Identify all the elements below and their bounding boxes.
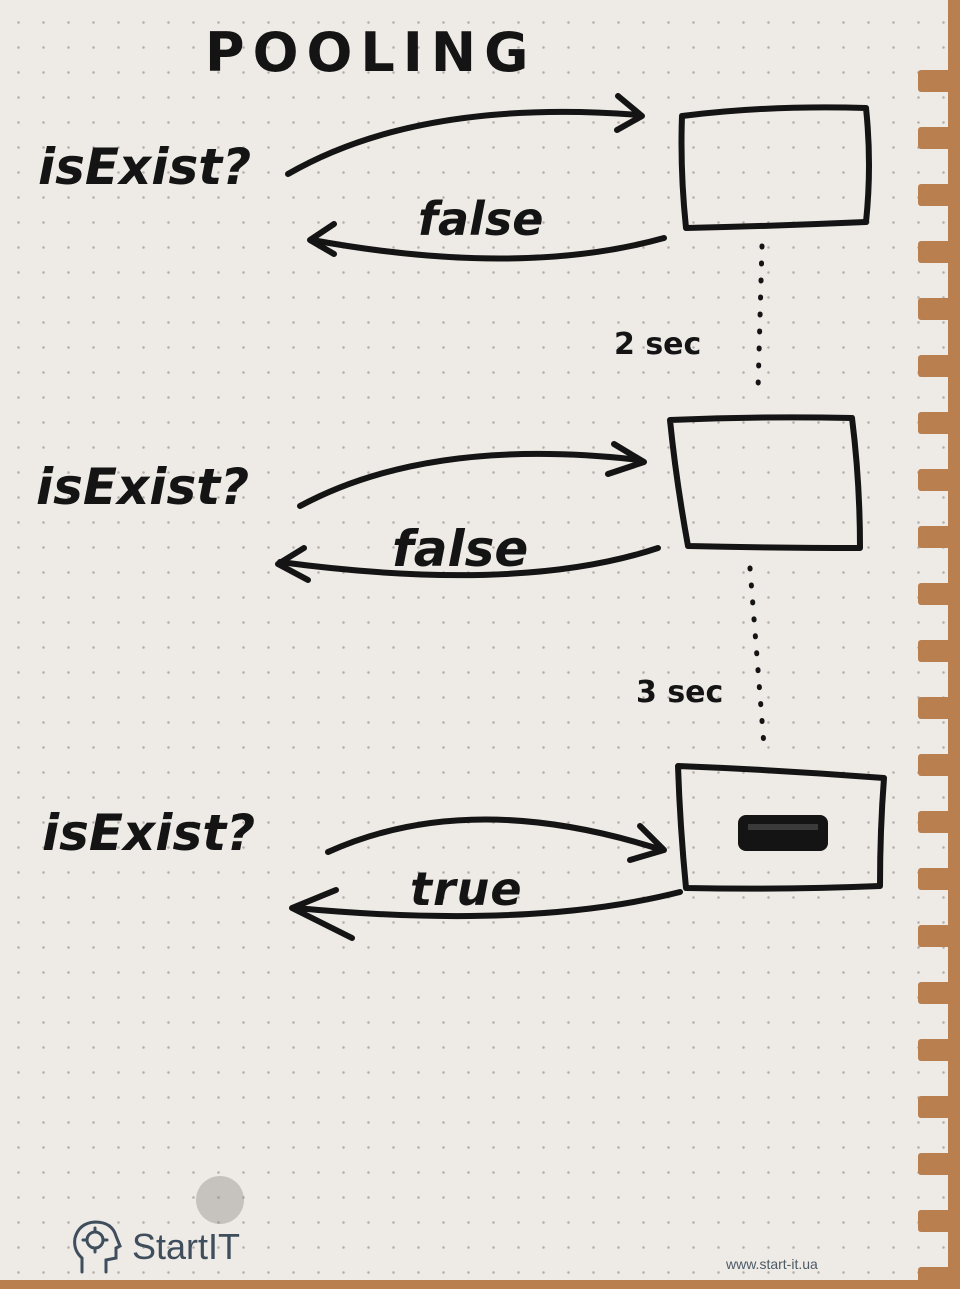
- binding-hole: [918, 184, 952, 206]
- binding-hole: [918, 697, 952, 719]
- binding-hole: [918, 925, 952, 947]
- request-arrow-2-head: [605, 441, 647, 477]
- request-label-1: isExist?: [38, 138, 252, 196]
- request-arrow-1: [285, 108, 643, 177]
- server-box-1: [678, 104, 872, 231]
- request-arrow-3: [325, 816, 665, 855]
- binding-hole: [918, 1210, 952, 1232]
- response-arrow-1: [309, 235, 667, 262]
- response-arrow-2: [277, 545, 661, 579]
- binding-hole: [918, 1039, 952, 1061]
- request-label-2: isExist?: [36, 458, 250, 516]
- head-gear-logo-icon: [73, 1220, 122, 1274]
- logo-wordmark: StartIT: [132, 1226, 241, 1267]
- binding-hole: [918, 982, 952, 1004]
- binding-hole: [918, 127, 952, 149]
- binding-hole: [918, 355, 952, 377]
- binding-hole: [918, 583, 952, 605]
- request-label-3: isExist?: [42, 804, 256, 862]
- server-box-2: [667, 414, 863, 551]
- binding-hole: [918, 1153, 952, 1175]
- binding-hole: [918, 526, 952, 548]
- binding-hole: [918, 811, 952, 833]
- diagram-title: POOLING: [205, 21, 537, 84]
- binding-hole: [918, 469, 952, 491]
- response-arrow-3: [293, 889, 683, 920]
- request-arrow-3-head: [627, 823, 667, 863]
- response-arrow-3-head: [289, 887, 355, 941]
- response-arrow-2-head: [275, 545, 311, 583]
- binding-hole: [918, 640, 952, 662]
- response-arrow-1-head: [307, 221, 337, 257]
- binding-hole: [918, 868, 952, 890]
- binding-hole: [918, 241, 952, 263]
- paper-smudge: [196, 1176, 244, 1224]
- found-data-block: [738, 815, 828, 851]
- delay-label-2: 3 sec: [636, 675, 724, 710]
- response-label-1: false: [418, 192, 544, 246]
- request-arrow-2: [297, 450, 643, 509]
- website-url: www.start-it.ua: [726, 1256, 818, 1272]
- delay-label-1: 2 sec: [614, 327, 702, 362]
- startit-logo: StartIT: [70, 1218, 240, 1276]
- binding-hole: [918, 754, 952, 776]
- response-label-3: true: [410, 862, 523, 916]
- request-arrow-1-head: [614, 93, 645, 133]
- binding-hole: [918, 298, 952, 320]
- dotted-timeline-2: [747, 565, 767, 749]
- binding-hole: [918, 70, 952, 92]
- response-label-2: false: [392, 520, 529, 578]
- binding-hole: [918, 1096, 952, 1118]
- dotted-timeline-1: [755, 243, 765, 393]
- server-box-3: [675, 763, 887, 892]
- binding-hole: [918, 412, 952, 434]
